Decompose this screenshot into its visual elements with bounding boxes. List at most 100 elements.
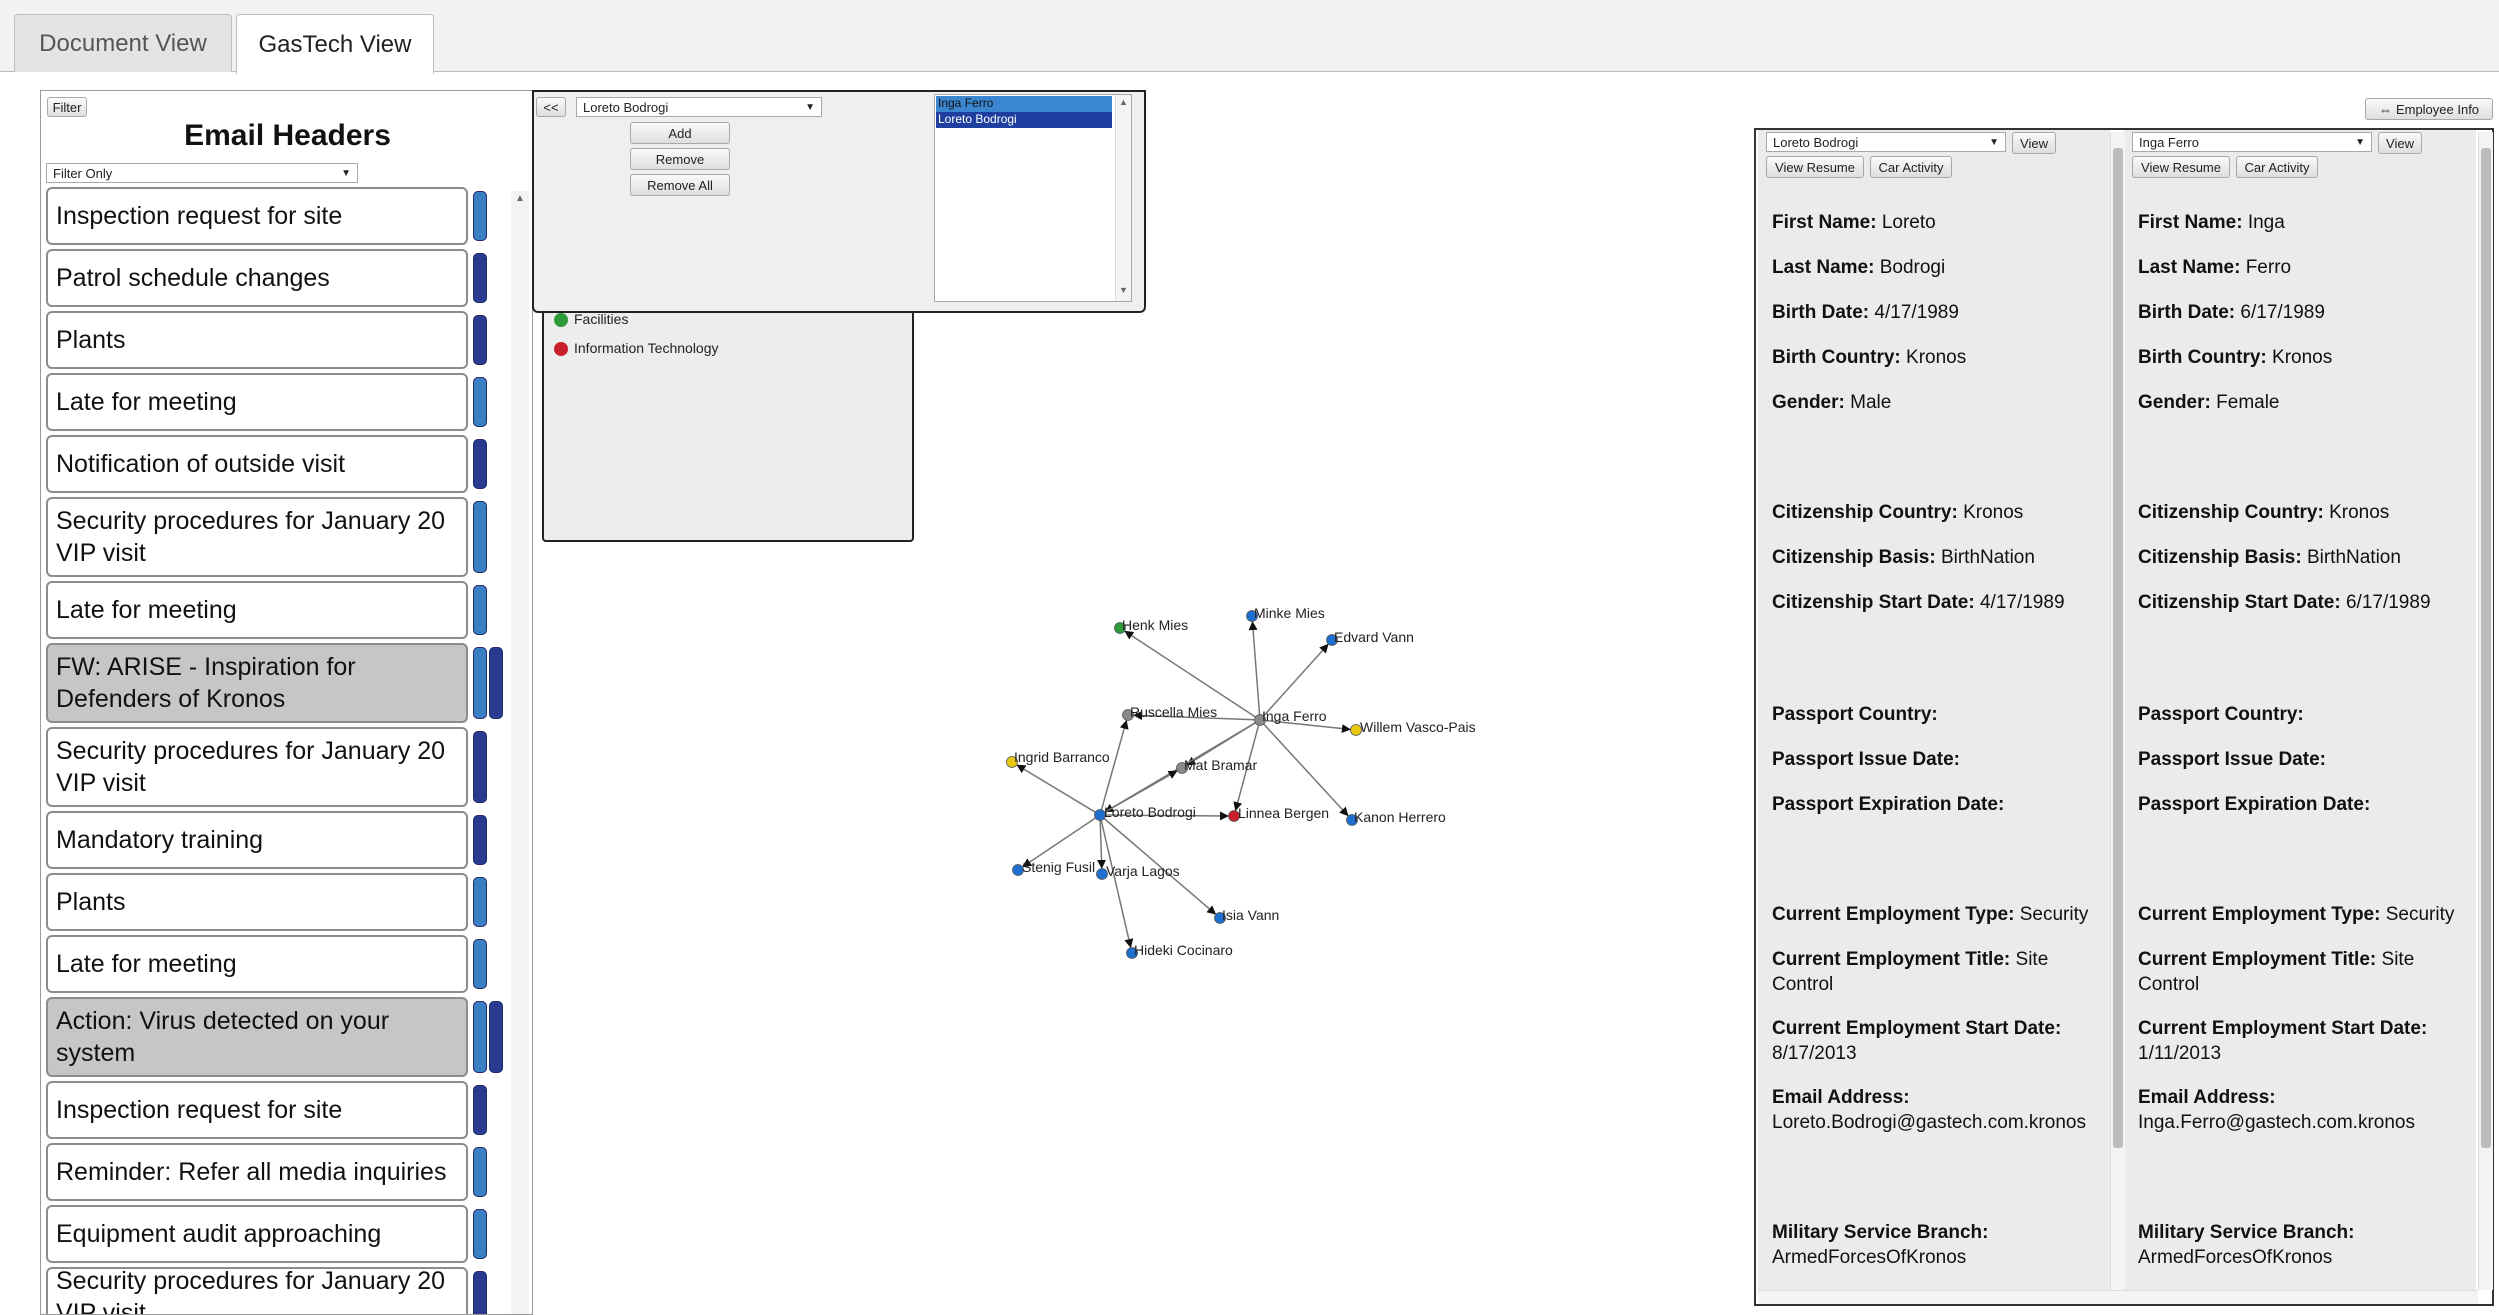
add-button[interactable]: Add <box>630 122 730 144</box>
email-card[interactable]: Action: Virus detected on your system <box>46 997 468 1077</box>
graph-node[interactable] <box>1006 756 1018 768</box>
email-card[interactable]: Inspection request for site <box>46 1081 468 1139</box>
email-card[interactable]: Late for meeting <box>46 581 468 639</box>
email-card[interactable]: Inspection request for site <box>46 187 468 245</box>
employee-select[interactable]: Loreto Bodrogi ▼ <box>576 97 822 117</box>
email-card[interactable]: Plants <box>46 873 468 931</box>
field-citizenship-country: Citizenship Country: Kronos <box>2138 500 2468 525</box>
chevron-down-icon: ▼ <box>805 101 815 113</box>
graph-node[interactable] <box>1350 724 1362 736</box>
field-label: Birth Country: <box>2138 347 2267 368</box>
email-card[interactable]: Security procedures for January 20 VIP v… <box>46 497 468 577</box>
field-label: Military Service Branch: <box>1772 1222 1989 1243</box>
field-passport-country: Passport Country: <box>1772 702 2102 727</box>
scrollbar-thumb[interactable] <box>2481 148 2491 1148</box>
field-employment-start: Current Employment Start Date: 1/11/2013 <box>2138 1016 2468 1066</box>
email-card[interactable]: Notification of outside visit <box>46 435 468 493</box>
email-card[interactable]: Security procedures for January 20 VIP v… <box>46 727 468 807</box>
view-resume-button[interactable]: View Resume <box>1766 156 1864 178</box>
email-list-scrollbar[interactable]: ▲ <box>511 191 529 1314</box>
graph-node[interactable] <box>1254 714 1266 726</box>
graph-node[interactable] <box>1114 622 1126 634</box>
field-value: 6/17/1989 <box>2240 302 2325 323</box>
graph-node[interactable] <box>1126 947 1138 959</box>
field-value: 1/11/2013 <box>2138 1043 2222 1064</box>
horizontal-scrollbar[interactable] <box>1758 1290 2478 1304</box>
filter-mode-select[interactable]: Filter Only ▼ <box>46 163 358 183</box>
field-label: First Name: <box>2138 212 2243 233</box>
view-resume-button[interactable]: View Resume <box>2132 156 2230 178</box>
graph-edge <box>1262 643 1329 717</box>
field-value: 6/17/1989 <box>2345 592 2431 613</box>
field-value: Inga <box>2247 212 2285 233</box>
field-value: 4/17/1989 <box>1979 592 2065 613</box>
email-card[interactable]: Late for meeting <box>46 373 468 431</box>
email-card[interactable]: Equipment audit approaching <box>46 1205 468 1263</box>
remove-all-button[interactable]: Remove All <box>630 174 730 196</box>
column-scrollbar[interactable] <box>2110 132 2125 1290</box>
selected-employees-list[interactable]: Inga Ferro Loreto Bodrogi ▲ ▼ <box>934 94 1132 302</box>
employee-list-scrollbar[interactable]: ▲ ▼ <box>1115 95 1131 301</box>
field-value: ArmedForcesOfKronos <box>2138 1247 2333 1268</box>
filter-button[interactable]: Filter <box>47 97 87 117</box>
field-label: Gender: <box>2138 392 2211 413</box>
graph-node[interactable] <box>1326 634 1338 646</box>
car-activity-button[interactable]: Car Activity <box>2236 156 2318 178</box>
field-label: Citizenship Basis: <box>1772 547 1936 568</box>
graph-node[interactable] <box>1228 810 1240 822</box>
graph-edge <box>1133 711 1256 721</box>
field-label: Current Employment Start Date: <box>2138 1018 2428 1039</box>
email-card[interactable]: Late for meeting <box>46 935 468 993</box>
car-activity-button[interactable]: Car Activity <box>1870 156 1952 178</box>
field-last-name: Last Name: Ferro <box>2138 255 2468 280</box>
email-card[interactable]: FW: ARISE - Inspiration for Defenders of… <box>46 643 468 723</box>
scrollbar-thumb[interactable] <box>2113 148 2123 1148</box>
graph-edge <box>1104 811 1229 821</box>
email-indicator-bar <box>473 253 487 303</box>
email-card[interactable]: Reminder: Refer all media inquiries <box>46 1143 468 1201</box>
employee-column-select[interactable]: Loreto Bodrogi ▼ <box>1766 132 2006 152</box>
field-label: Military Service Branch: <box>2138 1222 2355 1243</box>
email-card[interactable]: Patrol schedule changes <box>46 249 468 307</box>
graph-node[interactable] <box>1346 814 1358 826</box>
field-label: Email Address: <box>1772 1087 1910 1108</box>
graph-edge <box>1103 817 1217 915</box>
graph-node[interactable] <box>1246 610 1258 622</box>
graph-node[interactable] <box>1012 864 1024 876</box>
email-subject: Security procedures for January 20 VIP v… <box>56 507 446 567</box>
employee-column-select-value: Loreto Bodrogi <box>1773 134 1859 150</box>
remove-button[interactable]: Remove <box>630 148 730 170</box>
graph-node[interactable] <box>1122 709 1134 721</box>
field-value: Security <box>2385 904 2455 925</box>
graph-node[interactable] <box>1176 762 1188 774</box>
email-card[interactable]: Security procedures for January 20 VIP v… <box>46 1267 468 1314</box>
tab-gastech-view[interactable]: GasTech View <box>236 14 434 74</box>
field-citizenship-basis: Citizenship Basis: BirthNation <box>1772 545 2102 570</box>
email-card[interactable]: Plants <box>46 311 468 369</box>
email-subject: Security procedures for January 20 VIP v… <box>56 737 446 797</box>
graph-node-label: Isia Vann <box>1222 907 1279 923</box>
scroll-up-arrow-icon[interactable]: ▲ <box>1119 97 1128 107</box>
employee-column-select[interactable]: Inga Ferro ▼ <box>2132 132 2372 152</box>
field-value: Site Control <box>2138 949 2415 995</box>
graph-node[interactable] <box>1096 868 1108 880</box>
chevron-down-icon: ▼ <box>1989 136 1999 148</box>
scroll-up-arrow-icon[interactable]: ▲ <box>515 193 525 204</box>
employee-list-item[interactable]: Inga Ferro <box>936 96 1112 112</box>
tab-document-view[interactable]: Document View <box>14 14 232 72</box>
field-citizenship-start: Citizenship Start Date: 4/17/1989 <box>1772 590 2102 615</box>
employee-info-button[interactable]: ⇔ Employee Info <box>2365 98 2493 120</box>
column-scrollbar[interactable] <box>2478 132 2493 1290</box>
collapse-button[interactable]: << <box>536 97 566 117</box>
email-subject: Patrol schedule changes <box>56 264 330 292</box>
graph-node-label: Ingrid Barranco <box>1014 749 1110 765</box>
field-label: Last Name: <box>1772 257 1875 278</box>
scroll-down-arrow-icon[interactable]: ▼ <box>1119 285 1128 295</box>
view-button[interactable]: View <box>2012 132 2056 154</box>
field-birth-date: Birth Date: 4/17/1989 <box>1772 300 2102 325</box>
view-button[interactable]: View <box>2378 132 2422 154</box>
graph-node[interactable] <box>1094 809 1106 821</box>
email-card[interactable]: Mandatory training <box>46 811 468 869</box>
graph-node[interactable] <box>1214 912 1226 924</box>
employee-list-item[interactable]: Loreto Bodrogi <box>936 112 1112 128</box>
